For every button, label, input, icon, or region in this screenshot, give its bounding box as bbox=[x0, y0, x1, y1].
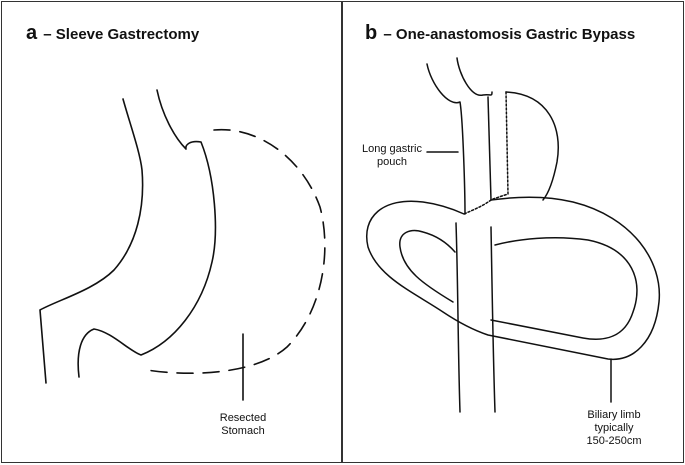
esophagus-right-wall bbox=[456, 57, 493, 96]
pouch-staple-line bbox=[492, 91, 509, 200]
panel-b-title: b – One-anastomosis Gastric Bypass bbox=[365, 22, 635, 45]
panel-b-title-text: – One-anastomosis Gastric Bypass bbox=[383, 26, 636, 43]
panel-b-letter: b bbox=[365, 22, 378, 44]
pouch-label-line1: Long gastric bbox=[362, 143, 422, 155]
efferent-limb-right bbox=[490, 226, 496, 413]
resected-label-line1: Resected bbox=[219, 412, 267, 424]
panel-b: b – One-anastomosis Gastric Bypass bbox=[342, 1, 684, 463]
resected-stomach-label: Resected Stomach bbox=[212, 412, 274, 438]
sleeve-inner-contour bbox=[77, 89, 217, 378]
limb-label-line3: 150-250cm bbox=[586, 435, 642, 447]
anastomosis-staple-line bbox=[463, 199, 492, 215]
limb-label-line2: typically bbox=[594, 422, 634, 434]
gastric-bypass-diagram bbox=[366, 57, 661, 413]
pouch-left-wall bbox=[426, 63, 466, 215]
pouch-label-line2: pouch bbox=[377, 156, 407, 168]
limb-label-line1: Biliary limb bbox=[587, 409, 641, 421]
resected-label-line2: Stomach bbox=[221, 425, 265, 437]
long-gastric-pouch-label: Long gastric pouch bbox=[357, 143, 427, 169]
panel-a-title: a – Sleeve Gastrectomy bbox=[26, 22, 199, 45]
efferent-limb-left bbox=[455, 222, 461, 413]
sleeve-outer-contour bbox=[39, 98, 144, 384]
pouch-right-wall bbox=[487, 96, 492, 201]
panel-a-letter: a bbox=[26, 22, 38, 44]
resected-stomach-outline bbox=[146, 128, 326, 375]
jejunal-loop-inner bbox=[490, 236, 638, 340]
jejunal-loop-outer bbox=[366, 196, 661, 360]
inner-bowel-loop bbox=[399, 229, 456, 303]
sleeve-gastrectomy-diagram bbox=[39, 89, 326, 401]
biliary-limb-label: Biliary limb typically 150-250cm bbox=[579, 409, 649, 448]
panel-a: a – Sleeve Gastrectomy Resected Stomach bbox=[1, 1, 342, 463]
remnant-stomach bbox=[505, 91, 559, 201]
panel-a-title-text: – Sleeve Gastrectomy bbox=[43, 26, 200, 43]
